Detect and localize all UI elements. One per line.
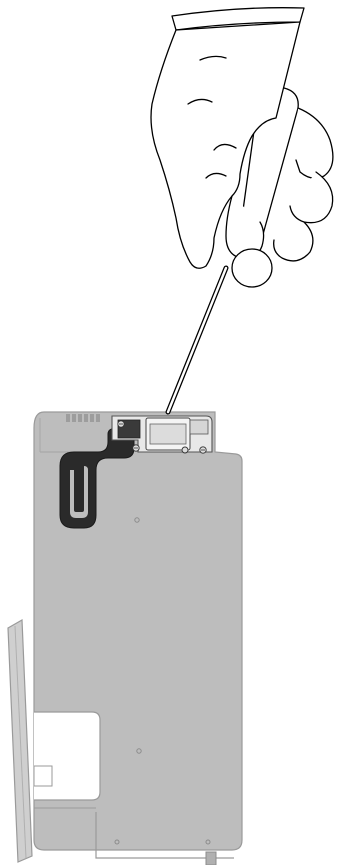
screw-icon — [132, 444, 140, 452]
screw-icon — [181, 446, 189, 454]
display-panel-edge — [7, 618, 33, 863]
gloved-hand-icon — [150, 7, 334, 288]
screw-icon — [199, 446, 207, 454]
speaker-grille — [66, 414, 100, 422]
screw-icon — [117, 420, 125, 428]
camera-bracket — [111, 415, 213, 454]
front-camera-flex-cable — [59, 427, 135, 529]
